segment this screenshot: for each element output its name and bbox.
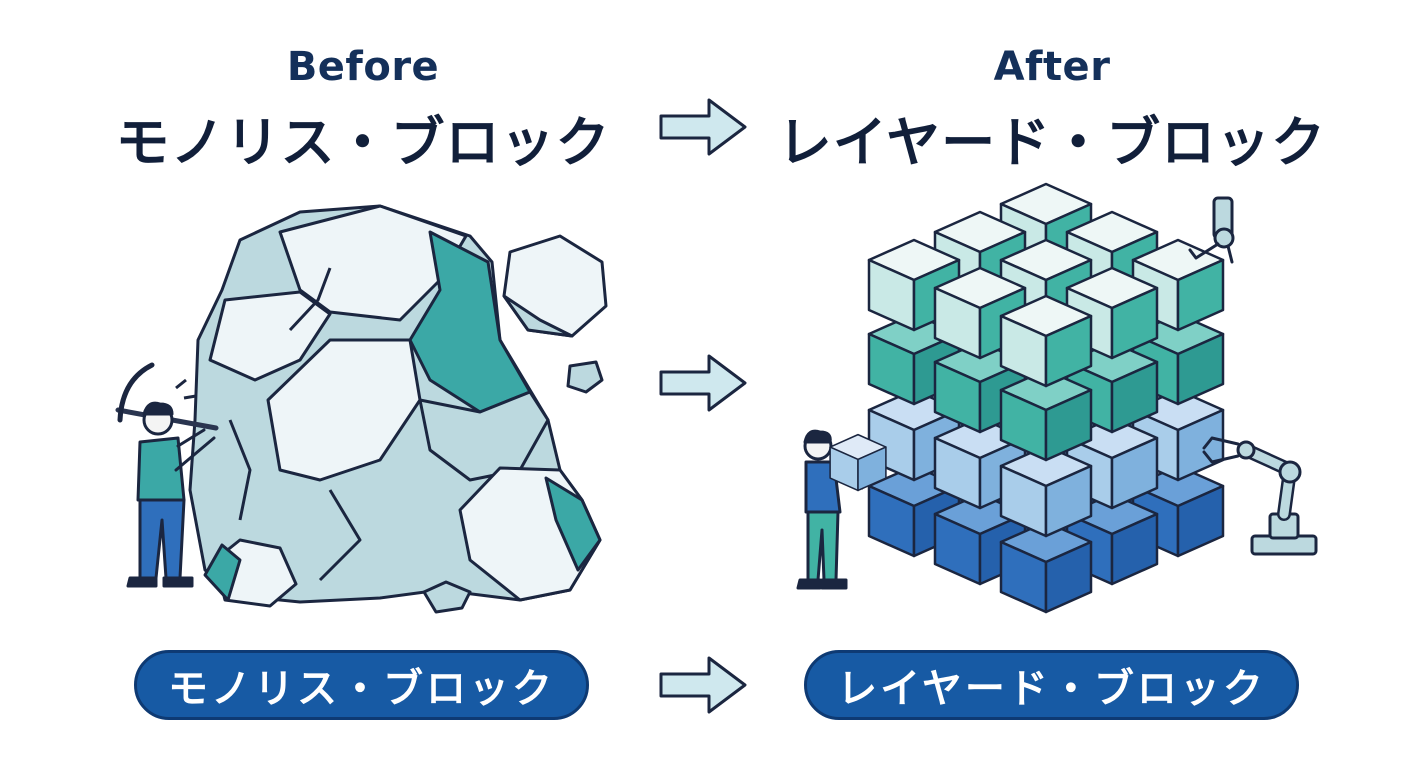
after-title: レイヤード・ブロック <box>777 111 1327 174</box>
before-label: Before <box>286 44 440 90</box>
after-label: After <box>993 44 1111 90</box>
after-panel: After レイヤード・ブロック レイヤード・ブロック <box>704 0 1408 768</box>
before-panel: Before モノリス・ブロック モノリス・ブロック <box>116 44 610 720</box>
right-arrow-icon <box>659 354 747 412</box>
right-arrow-icon <box>659 98 747 156</box>
after-pill: レイヤード・ブロック <box>804 650 1299 720</box>
before-pill: モノリス・ブロック <box>134 650 589 720</box>
before-title: モノリス・ブロック <box>115 111 611 174</box>
right-arrow-icon <box>659 656 747 714</box>
